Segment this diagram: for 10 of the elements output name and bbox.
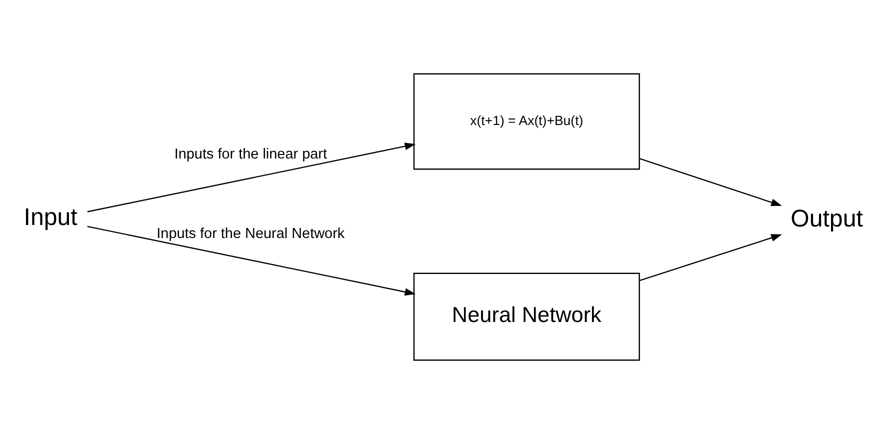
node-box: x(t+1) = Ax(t)+Bu(t)	[412, 73, 640, 170]
edge-label: Inputs for the linear part	[174, 146, 326, 162]
arrow	[86, 226, 416, 296]
node-box: Neural Network	[412, 272, 640, 361]
node-text: Output	[790, 205, 862, 232]
edge-label: Inputs for the Neural Network	[156, 226, 344, 242]
arrow	[638, 158, 782, 206]
arrow	[86, 142, 416, 212]
arrow	[638, 234, 782, 282]
node-text: Input	[23, 204, 77, 232]
